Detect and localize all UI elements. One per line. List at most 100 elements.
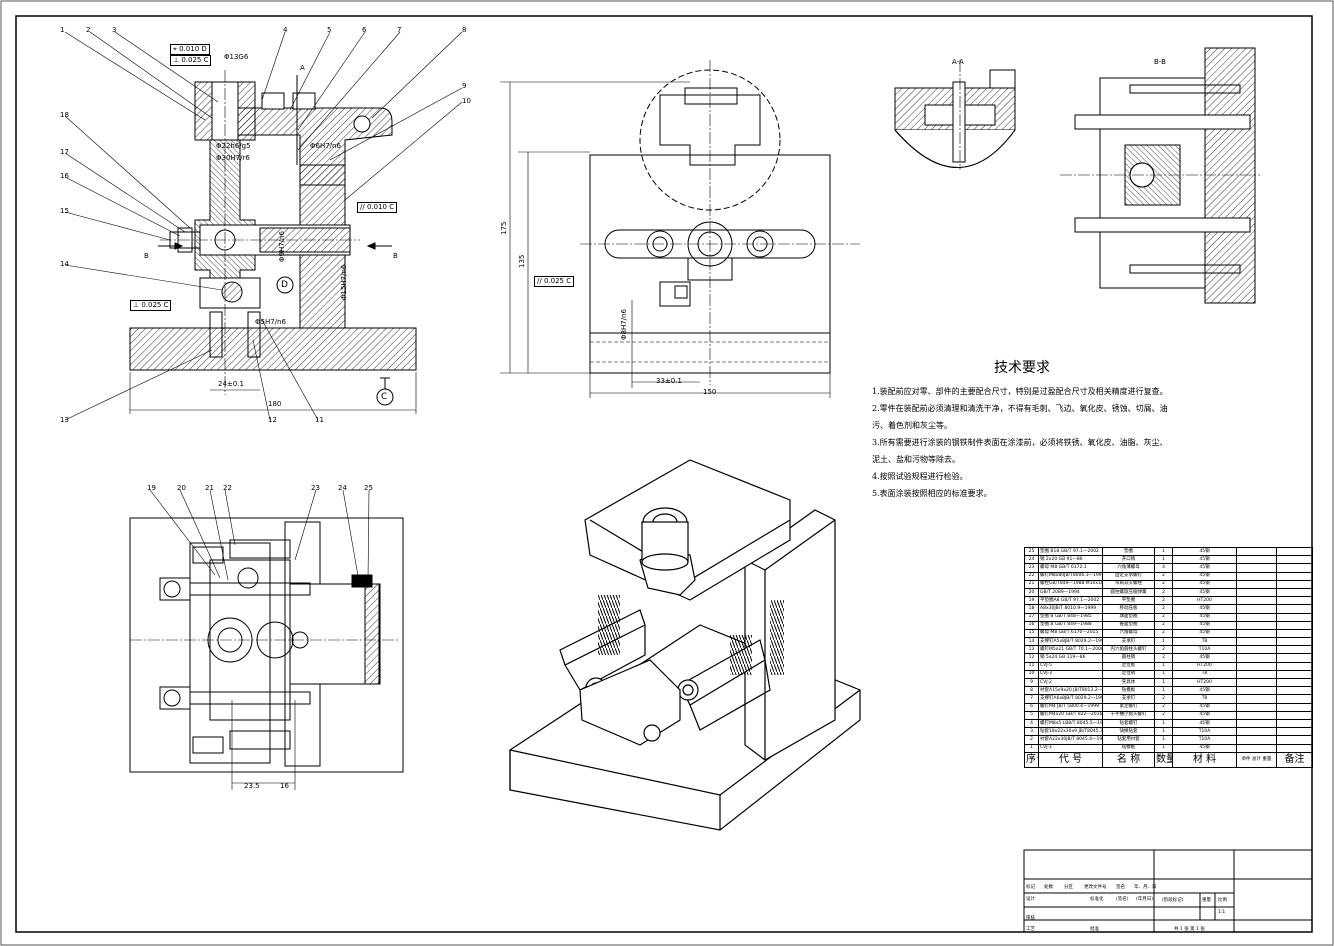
bom-cell: 圆柱螺旋压缩弹簧	[1102, 587, 1155, 598]
bom-cell: 钻模板	[1102, 686, 1155, 696]
bom-cell	[1276, 718, 1313, 729]
bom-cell: 12	[1024, 653, 1039, 663]
datum-d: D	[281, 280, 288, 290]
bom-cell: HT200	[1172, 596, 1237, 606]
balloon-14: 14	[60, 260, 69, 268]
bom-cell: T10A	[1172, 735, 1237, 745]
balloon-18: 18	[60, 111, 69, 119]
tb-mark: 标记	[1026, 885, 1035, 890]
bom-cell: 2	[1154, 579, 1173, 589]
tb-zone: 分区	[1064, 885, 1073, 890]
bom-cell: CVJ-5	[1038, 661, 1103, 671]
technical-requirements: 技术要求 1.装配前应对零、部件的主要配合尺寸，特别是过盈配合尺寸及相关精度进行…	[872, 357, 1172, 502]
bom-cell	[1236, 718, 1277, 729]
bom-cell: 23	[1024, 563, 1039, 573]
bom-cell: 螺钉M8x5 LB8/T 8045.5—1999	[1038, 718, 1103, 729]
tb-design: 设计	[1026, 897, 1035, 902]
bom-cell: 1	[1024, 743, 1039, 753]
bom-cell: 7	[1024, 694, 1039, 704]
bom-cell: 螺栓GB/T849—1988 M10x180	[1038, 579, 1103, 589]
bom-cell	[1276, 620, 1313, 630]
bom-cell: 球面垫圈	[1102, 612, 1155, 622]
dim-6h7-top: Φ6H7/n6	[310, 142, 341, 150]
bom-cell: 10	[1024, 669, 1039, 680]
bom-cell: HT200	[1172, 677, 1237, 688]
bom-cell	[1276, 661, 1313, 671]
bom-cell: 衬套A22x30JB/T 8045.4—1999	[1038, 735, 1103, 745]
bom-cell: 垫圈	[1102, 546, 1155, 557]
bom-cell: T8	[1172, 694, 1237, 704]
bom-cell: 1	[1154, 735, 1173, 745]
balloon-25: 25	[364, 484, 373, 492]
bom-header-cell: 材 料	[1172, 751, 1237, 768]
technical-requirements-title: 技术要求	[994, 360, 1050, 376]
bom-cell: 45钢	[1172, 686, 1237, 696]
bom-cell: 螺钉M8x80JB/T8006.3—1999	[1038, 571, 1103, 581]
requirement-item: 3.所有需要进行涂装的钢铁制件表面在涂漆前，必须将铁锈、氧化皮、油脂、灰尘、泥土…	[872, 438, 1168, 464]
title-block-lines	[1023, 849, 1313, 933]
bom-cell: 带肩双头螺柱	[1102, 579, 1155, 589]
bom-cell: 固定支承螺钉	[1102, 571, 1155, 581]
bom-cell: 45钢	[1172, 612, 1237, 622]
bom-cell	[1276, 694, 1313, 704]
bom-cell: 5	[1024, 710, 1039, 720]
bom-cell: CVJ-2	[1038, 677, 1103, 688]
tb-scale: 比例	[1218, 898, 1227, 903]
tb-change-doc: 更改文件号	[1084, 885, 1107, 890]
bom-cell	[1236, 612, 1277, 622]
tolerance-frame-perp-c-top: ⊥ 0.025 C	[170, 55, 212, 66]
dim-15h7: Φ15H7/n6	[340, 264, 348, 300]
balloon-20: 20	[177, 484, 186, 492]
bom-header-cell: 名 称	[1102, 751, 1155, 768]
dim-16: 16	[280, 782, 289, 790]
bom-cell: 2	[1024, 735, 1039, 745]
bom-cell	[1276, 669, 1313, 680]
bom-cell: 2	[1154, 710, 1173, 720]
bom-cell	[1236, 546, 1277, 557]
tb-weight: 重量	[1202, 898, 1211, 903]
bom-cell: 支承钉	[1102, 637, 1155, 647]
bom-cell	[1236, 587, 1277, 598]
bom-cell	[1276, 555, 1313, 565]
tb-approve: 批准	[1090, 927, 1099, 932]
tb-signature: 签名	[1116, 885, 1125, 890]
bom-cell	[1276, 702, 1313, 712]
bom-cell	[1236, 596, 1277, 606]
bom-cell: 六角薄螺母	[1102, 563, 1155, 573]
bom-cell	[1236, 571, 1277, 581]
bom-cell: 45钢	[1172, 743, 1237, 753]
bom-cell: 定位板	[1102, 661, 1155, 671]
bom-cell: 4	[1024, 718, 1039, 729]
requirement-item: 2.零件在装配前必须清理和清洗干净，不得有毛刺、飞边、氧化皮、锈蚀、切屑、油污、…	[872, 404, 1168, 430]
bom-cell: 45钢	[1172, 587, 1237, 598]
balloon-10: 10	[462, 97, 471, 105]
bom-cell: 45钢	[1172, 555, 1237, 565]
bom-cell: 移动压板	[1102, 604, 1155, 614]
requirement-item: 4.按照试验规程进行检验。	[872, 472, 968, 481]
bom-cell: 平垫圈	[1102, 596, 1155, 606]
bom-cell: 1	[1154, 555, 1173, 565]
balloon-7: 7	[397, 26, 402, 34]
bom-cell	[1276, 563, 1313, 573]
balloon-8: 8	[462, 26, 467, 34]
tb-count: 处数	[1044, 885, 1053, 890]
dim-175: 175	[500, 221, 508, 235]
bom-cell: 1	[1154, 669, 1173, 680]
dim-23-5: 23.5	[244, 782, 260, 790]
bom-cell: 2	[1154, 702, 1173, 712]
bom-cell: 平垫圈A8 GB/T 97.1—2002	[1038, 596, 1103, 606]
bom-cell	[1276, 686, 1313, 696]
title-block: 标记 处数 分区 更改文件号 签名 年、月、日 设计 标准化 (签名) (年月日…	[1024, 850, 1312, 932]
bom-cell: 定位销	[1102, 669, 1155, 680]
